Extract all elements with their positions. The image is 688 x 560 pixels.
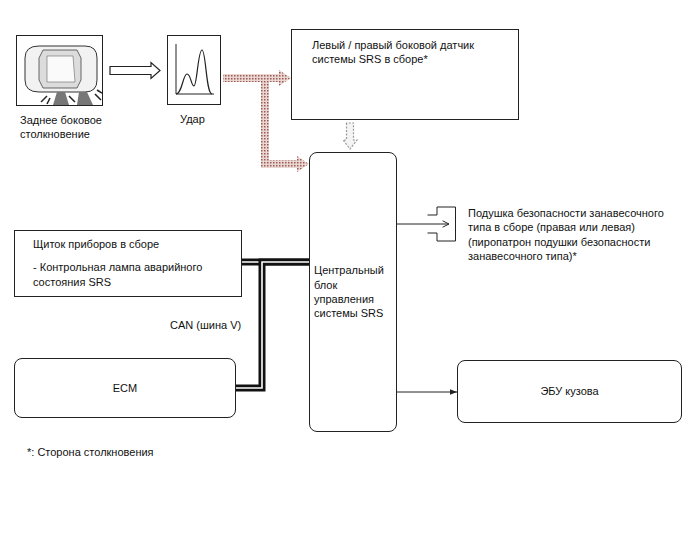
node-text: Удар xyxy=(180,112,240,126)
signal-flow-arrowhead xyxy=(297,156,309,172)
crash-illustration-box: Заднее боковое столкновение xyxy=(16,35,103,106)
can-bus-line xyxy=(236,262,309,388)
impact-graph xyxy=(168,36,220,104)
signal-line xyxy=(397,392,457,393)
car-illustration xyxy=(17,36,102,105)
node-text: ЭБУ кузова xyxy=(462,384,677,398)
node-text: Подушка безопасности занавесочного типа … xyxy=(468,206,685,263)
impact-graph-box: Удар xyxy=(167,35,221,105)
node-text: Центральный блок управления системы SRS xyxy=(314,263,392,320)
connector xyxy=(343,123,357,149)
connector xyxy=(236,262,309,388)
signal-line xyxy=(397,224,449,225)
curtain-airbag: Подушка безопасности занавесочного типа … xyxy=(427,206,685,263)
bus-label: CAN (шина V) xyxy=(168,318,243,332)
block-arrow xyxy=(110,63,160,79)
signal-flow-arrow xyxy=(223,78,297,164)
node-text: ECM xyxy=(19,381,231,395)
node-text: - Контрольная лампа аварийного состояния… xyxy=(33,260,233,289)
can-bus-gap xyxy=(236,262,309,388)
footnote: *: Сторона столкновения xyxy=(25,445,156,459)
signal-flow-arrowhead xyxy=(279,70,291,86)
side-sensor-box: Левый / правый боковой датчик системы SR… xyxy=(291,29,519,120)
body-ecu-box: ЭБУ кузова xyxy=(457,360,682,423)
srs-center-unit: Центральный блок управления системы SRS xyxy=(309,152,397,432)
connector xyxy=(397,224,449,225)
block-arrow xyxy=(343,123,357,149)
connector xyxy=(223,78,309,172)
node-text: Щиток приборов в сборе xyxy=(33,237,233,251)
combination-meter-box: Щиток приборов в сборе - Контрольная ламп… xyxy=(14,230,242,297)
ecm-box: ECM xyxy=(14,358,236,418)
node-text: Заднее боковое столкновение xyxy=(20,113,130,142)
connector xyxy=(110,63,160,79)
node-text: Левый / правый боковой датчик системы SR… xyxy=(312,38,508,67)
connector xyxy=(397,392,457,393)
squib-connector-symbol xyxy=(427,206,457,242)
